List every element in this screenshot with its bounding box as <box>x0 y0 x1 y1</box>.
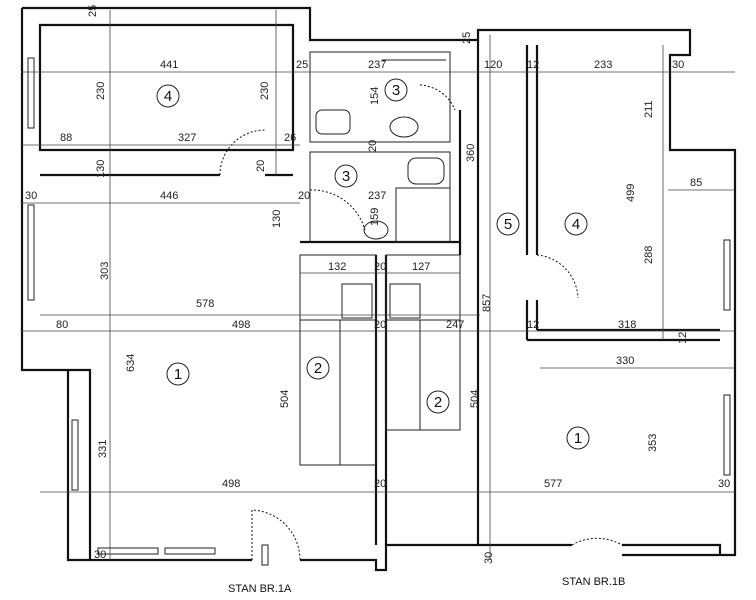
dim-12-c: 12 <box>677 332 689 344</box>
room-number-kitchen-b: 2 <box>434 394 442 411</box>
room-marker-living-b: 1 <box>566 426 590 450</box>
dim-130-b: 130 <box>271 210 283 228</box>
room-markers: 4 3 3 1 2 2 5 4 <box>156 78 590 450</box>
dim-331: 331 <box>97 440 109 458</box>
room-number-bathroom-a-mid: 3 <box>342 168 350 185</box>
dimension-labels: 25 441 230 230 25 237 154 25 120 12 233 … <box>25 5 730 564</box>
dim-247: 247 <box>446 319 464 331</box>
dim-30-d: 30 <box>94 549 106 561</box>
interior-walls <box>40 40 720 545</box>
dim-20-e: 20 <box>374 319 386 331</box>
room-marker-kitchen-a: 2 <box>306 356 330 380</box>
dim-504-b: 504 <box>469 390 481 408</box>
dim-303: 303 <box>99 262 111 280</box>
room-number-kitchen-a: 2 <box>314 360 322 377</box>
dim-498-b: 498 <box>222 478 240 490</box>
dim-327: 327 <box>178 132 196 144</box>
dim-85: 85 <box>690 177 702 189</box>
dim-498-a: 498 <box>232 319 250 331</box>
dim-130-a: 130 <box>95 160 107 178</box>
dim-30-left: 30 <box>25 190 37 202</box>
dim-12-b: 12 <box>527 319 539 331</box>
dim-577: 577 <box>544 478 562 490</box>
toilet-icon <box>407 157 445 185</box>
room-marker-hall-b: 5 <box>496 212 520 236</box>
fixtures <box>315 59 451 319</box>
dim-578: 578 <box>196 298 214 310</box>
dim-25-top: 25 <box>87 5 99 17</box>
dim-211: 211 <box>643 100 655 118</box>
room-number-hall-b: 5 <box>504 216 512 233</box>
dim-504-a: 504 <box>279 390 291 408</box>
room-number-bathroom-a-top: 3 <box>392 82 400 99</box>
washbasin-icon <box>389 116 419 138</box>
unit-label-b: STAN BR.1B <box>562 576 625 588</box>
dim-230-right: 230 <box>259 82 271 100</box>
sink-icon-b <box>389 283 421 319</box>
dim-25-c: 25 <box>461 32 473 44</box>
dim-20-d: 20 <box>374 261 386 273</box>
dim-132: 132 <box>328 261 346 273</box>
dim-20-f: 20 <box>374 478 386 490</box>
dim-230-left: 230 <box>95 82 107 100</box>
dim-30-right: 30 <box>672 59 684 71</box>
dim-233: 233 <box>594 59 612 71</box>
dim-88: 88 <box>60 132 72 144</box>
dim-154: 154 <box>369 87 381 105</box>
windows <box>27 57 731 555</box>
dim-288: 288 <box>643 246 655 264</box>
room-marker-bedroom-b: 4 <box>564 212 588 236</box>
dim-330: 330 <box>616 355 634 367</box>
dim-446: 446 <box>160 190 178 202</box>
bidet-icon <box>315 109 351 135</box>
dim-30-c: 30 <box>718 478 730 490</box>
room-number-bedroom-b: 4 <box>572 216 580 233</box>
room-marker-living-a: 1 <box>166 362 190 386</box>
unit-label-a: STAN BR.1A <box>228 583 292 595</box>
dim-127: 127 <box>412 261 430 273</box>
dim-120: 120 <box>484 59 502 71</box>
dim-12-a: 12 <box>527 59 539 71</box>
dim-353: 353 <box>647 434 659 452</box>
room-marker-bathroom-a-mid: 3 <box>334 164 358 188</box>
dim-26: 26 <box>284 132 296 144</box>
dim-857: 857 <box>481 294 493 312</box>
room-marker-bathroom-a-top: 3 <box>384 78 408 102</box>
dim-499: 499 <box>625 184 637 202</box>
doors <box>219 84 623 566</box>
dim-80: 80 <box>56 319 68 331</box>
dim-159: 159 <box>369 208 381 226</box>
dim-360: 360 <box>465 144 477 162</box>
room-number-bedroom-a: 4 <box>164 88 172 105</box>
dim-20-c: 20 <box>298 190 310 202</box>
room-number-living-a: 1 <box>174 366 182 383</box>
room-marker-kitchen-b: 2 <box>426 390 450 414</box>
exterior-walls <box>20 6 737 572</box>
room-number-living-b: 1 <box>574 430 582 447</box>
dim-30-e: 30 <box>483 552 495 564</box>
dim-25-b: 25 <box>296 59 308 71</box>
dimension-lines <box>22 10 735 560</box>
dim-20-a: 20 <box>255 160 267 172</box>
dim-634: 634 <box>125 354 137 372</box>
dim-20-b: 20 <box>367 140 379 152</box>
washbasin-icon-2 <box>363 220 389 240</box>
sink-icon-a <box>341 283 373 319</box>
dim-237-b: 237 <box>368 190 386 202</box>
dim-318: 318 <box>618 319 636 331</box>
dim-237-top: 237 <box>368 59 386 71</box>
room-marker-bedroom-a: 4 <box>156 84 180 108</box>
shower-tray <box>395 187 451 243</box>
dim-441: 441 <box>160 59 178 71</box>
